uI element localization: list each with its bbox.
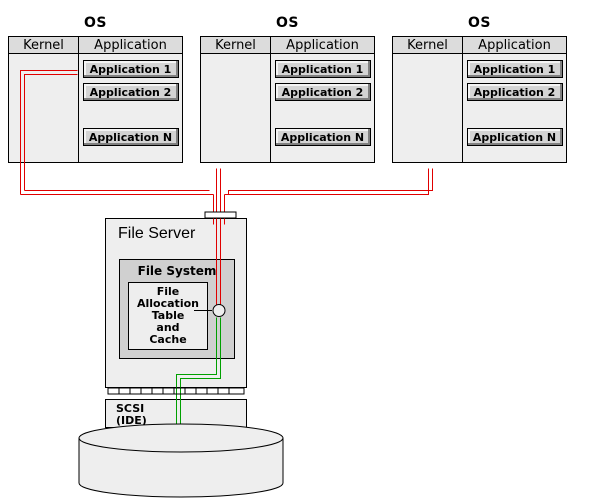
fat-line-5: Cache — [149, 333, 187, 346]
app-button-1-n[interactable]: Application N — [82, 128, 179, 146]
fat-line-1: File — [156, 285, 180, 298]
app-button-1-2[interactable]: Application 2 — [82, 83, 179, 101]
kernel-column-2 — [201, 54, 271, 162]
file-system-title: File System — [137, 264, 217, 278]
os-label-1: OS — [84, 15, 107, 31]
os-label-3: OS — [468, 15, 491, 31]
os-box-2: Kernel Application Application 1 Applica… — [200, 36, 375, 163]
os-header-3: Kernel Application — [393, 37, 566, 54]
red-link-os3 — [224, 168, 433, 195]
scsi-controller-box: SCSI (IDE) — [105, 399, 247, 428]
application-column-3: Application 1 Application 2 Application … — [463, 54, 566, 162]
os-box-1: Kernel Application Application 1 Applica… — [8, 36, 183, 163]
kernel-column-3 — [393, 54, 463, 162]
app-button-3-2[interactable]: Application 2 — [466, 83, 563, 101]
application-column-header-1: Application — [94, 37, 167, 53]
scsi-label-line-2: (IDE) — [116, 414, 147, 427]
application-column-header-3: Application — [478, 37, 551, 53]
scsi-bottom-pins — [126, 427, 246, 435]
scsi-label-line-1: SCSI — [116, 402, 145, 415]
os-body-2: Application 1 Application 2 Application … — [201, 54, 374, 162]
kernel-column-header-2: Kernel — [201, 37, 271, 53]
os-label-2: OS — [276, 15, 299, 31]
os-header-1: Kernel Application — [9, 37, 182, 54]
fat-line-2: Allocation — [137, 297, 199, 310]
file-system-box: File System File Allocation Table and Ca… — [119, 259, 235, 359]
kernel-column-header-3: Kernel — [393, 37, 463, 53]
app-button-2-1[interactable]: Application 1 — [274, 60, 371, 78]
app-button-3-n[interactable]: Application N — [466, 128, 563, 146]
red-link-os2 — [216, 168, 221, 225]
application-column-2: Application 1 Application 2 Application … — [271, 54, 374, 162]
app-button-3-1[interactable]: Application 1 — [466, 60, 563, 78]
application-column-1: Application 1 Application 2 Application … — [79, 54, 182, 162]
os-body-3: Application 1 Application 2 Application … — [393, 54, 566, 162]
app-button-1-1[interactable]: Application 1 — [82, 60, 179, 78]
kernel-column-1 — [9, 54, 79, 162]
file-server-bottom-pins — [107, 387, 245, 395]
file-server-box: File Server File System File Allocation … — [105, 218, 247, 388]
app-button-2-n[interactable]: Application N — [274, 128, 371, 146]
disk-storage-cylinder — [78, 423, 284, 498]
fat-line-4: and — [156, 321, 180, 334]
os-box-3: Kernel Application Application 1 Applica… — [392, 36, 567, 163]
os-header-2: Kernel Application — [201, 37, 374, 54]
os-body-1: Application 1 Application 2 Application … — [9, 54, 182, 162]
application-column-header-2: Application — [286, 37, 359, 53]
kernel-column-header-1: Kernel — [9, 37, 79, 53]
file-allocation-table-box: File Allocation Table and Cache — [128, 282, 208, 350]
app-button-2-2[interactable]: Application 2 — [274, 83, 371, 101]
scsi-controller-label: SCSI (IDE) — [116, 403, 147, 427]
file-server-title: File Server — [118, 225, 196, 242]
